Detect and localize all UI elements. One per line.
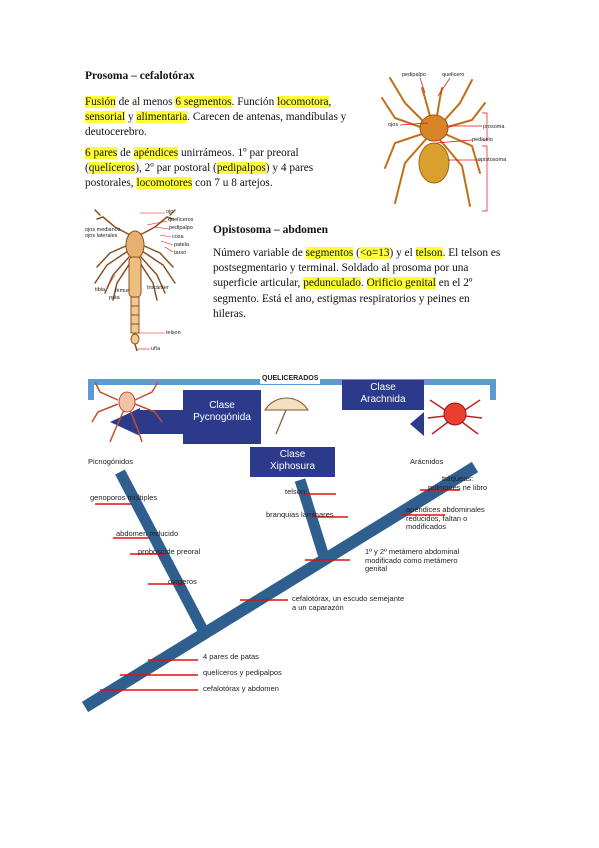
spider-label-quelicero: quelicero <box>442 72 465 78</box>
scorpion-label-telson: telson <box>166 330 181 336</box>
prosoma-p2-run: unirrámeos. 1º par preoral ( <box>85 147 299 175</box>
spider-label-ojos: ojos <box>388 122 399 128</box>
scorpion-label-coxa: coxa <box>172 234 184 240</box>
prosoma-p1-run: sensorial <box>85 111 126 124</box>
scorpion-label-ojo: ojo <box>166 209 174 215</box>
spider-label-pedipalpo: pedipalpo <box>402 72 426 78</box>
prosoma-p1-run: de al menos <box>115 96 176 108</box>
opistosoma-p1-run: <o=13 <box>359 247 390 259</box>
prosoma-p2-run: 6 pares <box>85 147 118 159</box>
pares-patas-label: 4 pares de patas <box>203 652 259 661</box>
opistosoma-p1-run: pedunculado <box>303 277 361 290</box>
telson-label: telson <box>285 487 306 496</box>
opistosoma-p1-run: telson <box>415 247 443 259</box>
opistosoma-p1-run: . El telson es postsegmentario y termina… <box>213 247 501 290</box>
opistosoma-heading: Opistosoma – abdomen <box>213 224 329 236</box>
prosoma-p2-run: pedipalpos <box>216 162 266 175</box>
proboscide-label: probóscide preoral <box>138 547 201 556</box>
spider-label-pediculo: pedícelo <box>472 137 493 143</box>
scorpion-label-ojos-medianos: ojos medianos <box>85 227 121 233</box>
opistosoma-p1-run: en el 2º segmento. Está el ano, estigmas… <box>213 277 473 320</box>
picnogonidos-label: Picnogónidos <box>88 457 134 466</box>
cladogram: QUELICERADOS Clase Pycnogónida Clase Ara… <box>80 372 520 713</box>
opistosoma-p1-run: Orificio genital <box>366 277 436 290</box>
cladogram-lines <box>81 379 496 713</box>
genoporos-label: genoporos múltiples <box>90 493 158 502</box>
quelicerados-label: QUELICERADOS <box>260 375 321 384</box>
clase-xiphosura-box: Clase Xiphosura <box>250 447 335 477</box>
prosoma-p2-run: ), 2º par postoral ( <box>135 162 217 175</box>
prosoma-paragraph-1: Fusión de al menos 6 segmentos. Función … <box>85 95 370 141</box>
clase-arachnida-box: Clase Arachnida <box>342 380 424 410</box>
cefalotorax-escudo-label: cefalotórax, un escudo semejante a un ca… <box>292 594 405 612</box>
opistosoma-p1-run: . <box>360 277 367 290</box>
prosoma-p1-run: 6 segmentos <box>175 96 232 108</box>
prosoma-paragraph-2: 6 pares de apéndices unirrámeos. 1º par … <box>85 146 330 192</box>
scorpion-label-queliceros: quelíceros <box>168 217 194 223</box>
aracnidos-label: Arácnidos <box>410 457 444 466</box>
scorpion-diagram: ojo quelíceros pedipalpo coxa patela tar… <box>85 205 195 355</box>
prosoma-p1-run: . Carecen de antenas, mandíbulas y deuto… <box>85 111 347 139</box>
scorpion-label-ojos-laterales: ojos laterales <box>85 233 118 239</box>
scorpion-label-una: uña <box>151 346 161 352</box>
opistosoma-paragraph: Número variable de segmentos (<o=13) y e… <box>213 246 503 322</box>
spider-illustration <box>381 77 488 212</box>
branquias-label: branquias laminares <box>266 510 334 519</box>
scorpion-label-tarso: tarso <box>174 250 187 256</box>
prosoma-p2-run: ) y 4 pares postorales, <box>85 162 314 190</box>
prosoma-p2-run: quelíceros <box>88 162 136 175</box>
spider-label-opistosoma: opistosoma <box>478 157 507 163</box>
opistosoma-p1-run: Número variable de <box>213 247 306 259</box>
prosoma-p1-run: . Función <box>231 96 278 108</box>
scorpion-label-patela: patela <box>174 242 189 248</box>
opistosoma-p1-run: ( <box>353 247 360 259</box>
ovigeros-label: ovígeros <box>168 577 197 586</box>
prosoma-p2-run: apéndices <box>133 147 179 159</box>
prosoma-p1-run: alimentaria <box>136 111 188 124</box>
prosoma-p1-run: y <box>125 111 137 124</box>
abdomen-reducido-label: abdomen reducido <box>116 529 179 538</box>
traqueas-label: tráqueas: pulmones ne libro <box>428 474 488 492</box>
scorpion-label-pata: pata <box>109 295 120 301</box>
opistosoma-p1-run: segmentos <box>305 247 354 259</box>
apendices-label: apéndices abdominales reducidos, faltan … <box>406 505 485 531</box>
prosoma-p2-run: de <box>117 147 134 159</box>
prosoma-p1-run: Fusión <box>85 96 116 108</box>
metamero-label: 1º y 2º metámero abdominal modificado co… <box>365 547 460 573</box>
spider-label-prosoma: prosoma <box>483 124 505 130</box>
spider-diagram: pedipalpo quelicero ojos prosoma pedícel… <box>380 68 510 213</box>
queliceros-pedipalpos-label: quelíceros y pedipalpos <box>203 668 282 677</box>
scorpion-label-trocanter: trocánter <box>147 285 169 291</box>
prosoma-p2-run: locomotores <box>136 177 193 190</box>
scorpion-illustration <box>94 209 176 352</box>
prosoma-p1-run: , <box>328 96 332 108</box>
prosoma-p1-run: locomotora <box>277 96 329 108</box>
cefalotorax-abdomen-label: cefalotórax y abdomen <box>203 684 279 693</box>
scorpion-label-pedipalpo: pedipalpo <box>169 225 193 231</box>
scorpion-label-tibia: tibia <box>95 287 106 293</box>
prosoma-heading: Prosoma – cefalotórax <box>85 70 195 82</box>
scorpion-label-femur: fémur <box>115 288 130 294</box>
prosoma-p2-run: con 7 u 8 artejos. <box>192 177 273 190</box>
clase-pycnogonida-box: Clase Pycnogónida <box>183 390 261 444</box>
opistosoma-p1-run: ) y el <box>389 247 416 259</box>
